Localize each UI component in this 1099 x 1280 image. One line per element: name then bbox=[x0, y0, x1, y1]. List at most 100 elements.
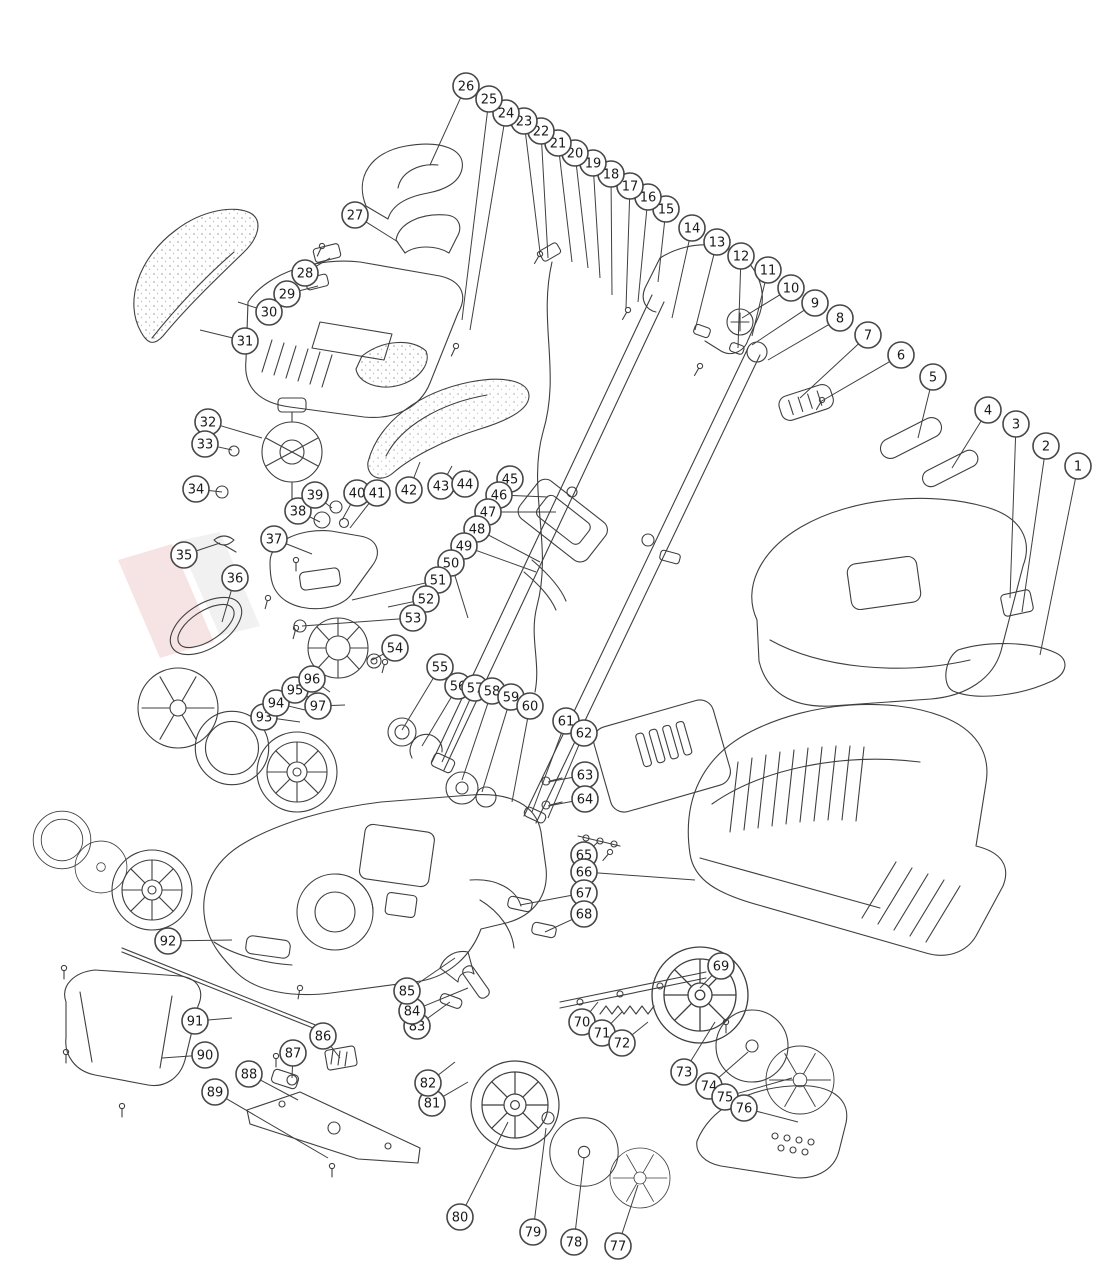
callout-circle-30 bbox=[255, 298, 283, 326]
callout-number-4: 4 bbox=[984, 404, 992, 419]
leader-line-46 bbox=[511, 495, 549, 498]
callout-number-31: 31 bbox=[237, 335, 254, 350]
callout-12: 12 bbox=[727, 242, 755, 270]
callout-13: 13 bbox=[703, 228, 731, 256]
callout-number-82: 82 bbox=[420, 1077, 437, 1092]
leader-line-50 bbox=[454, 575, 469, 619]
leader-line-23 bbox=[525, 133, 541, 253]
callout-circle-89 bbox=[201, 1078, 229, 1106]
callout-number-18: 18 bbox=[603, 168, 620, 183]
callout-number-52: 52 bbox=[418, 593, 435, 608]
callout-number-8: 8 bbox=[836, 312, 844, 327]
battery-cover-drawing bbox=[590, 697, 733, 816]
leader-line-51 bbox=[351, 582, 426, 601]
callout-circle-78 bbox=[560, 1228, 588, 1256]
leader-line-88 bbox=[260, 1079, 299, 1101]
leader-line-75 bbox=[737, 1077, 793, 1094]
callout-circle-26 bbox=[452, 72, 480, 100]
height-lever-parts-drawing bbox=[439, 900, 514, 1009]
callout-circle-27 bbox=[341, 201, 369, 229]
leader-line-38 bbox=[309, 516, 321, 523]
leader-line-60 bbox=[511, 718, 529, 803]
callout-8: 8 bbox=[826, 304, 854, 332]
callout-circle-28 bbox=[291, 259, 319, 287]
callout-47: 47 bbox=[474, 498, 502, 526]
leader-line-39 bbox=[325, 502, 333, 509]
callout-number-41: 41 bbox=[369, 487, 386, 502]
callout-circle-64 bbox=[571, 785, 599, 813]
callout-number-6: 6 bbox=[897, 349, 905, 364]
leader-line-61 bbox=[531, 733, 562, 813]
callout-number-58: 58 bbox=[484, 685, 501, 700]
rear-housing-drawing bbox=[688, 704, 1005, 955]
callout-39: 39 bbox=[301, 481, 329, 509]
callout-number-86: 86 bbox=[315, 1030, 332, 1045]
motor-hardware-drawing bbox=[214, 446, 239, 552]
leader-line-53 bbox=[301, 618, 401, 627]
leader-line-97 bbox=[330, 704, 346, 707]
callout-number-22: 22 bbox=[533, 125, 550, 140]
leader-line-79 bbox=[534, 1127, 547, 1220]
callout-number-14: 14 bbox=[684, 222, 701, 237]
callout-number-92: 92 bbox=[160, 935, 177, 950]
leader-line-6 bbox=[819, 361, 891, 403]
callout-number-78: 78 bbox=[566, 1236, 583, 1251]
callout-circle-94 bbox=[262, 689, 290, 717]
leader-line-70 bbox=[589, 1001, 599, 1013]
callout-number-77: 77 bbox=[610, 1240, 627, 1255]
leader-line-35 bbox=[196, 542, 221, 552]
callout-number-60: 60 bbox=[522, 700, 539, 715]
leader-line-25 bbox=[461, 111, 488, 321]
leader-line-40 bbox=[341, 504, 352, 521]
leader-line-4 bbox=[951, 420, 982, 469]
callout-number-33: 33 bbox=[197, 438, 214, 453]
callout-number-47: 47 bbox=[480, 506, 497, 521]
callout-number-42: 42 bbox=[401, 484, 418, 499]
leader-line-30 bbox=[237, 301, 257, 309]
callout-86: 86 bbox=[309, 1022, 337, 1050]
callout-63: 63 bbox=[571, 761, 599, 789]
height-adjust-rod-drawing bbox=[122, 948, 318, 1030]
leader-line-9 bbox=[751, 309, 805, 346]
motor-cover-drawing bbox=[246, 243, 463, 417]
callout-circle-69 bbox=[707, 952, 735, 980]
leader-line-69 bbox=[699, 975, 713, 989]
callout-94: 94 bbox=[262, 689, 290, 717]
callout-number-72: 72 bbox=[614, 1037, 631, 1052]
callout-circle-29 bbox=[273, 280, 301, 308]
leader-line-57 bbox=[441, 699, 471, 763]
callout-number-59: 59 bbox=[503, 691, 520, 706]
callout-circle-14 bbox=[678, 214, 706, 242]
callout-number-28: 28 bbox=[297, 267, 314, 282]
callout-number-39: 39 bbox=[307, 489, 324, 504]
leader-line-63 bbox=[547, 776, 573, 783]
callout-circle-31 bbox=[231, 327, 259, 355]
callout-circle-52 bbox=[412, 585, 440, 613]
callout-circle-1 bbox=[1064, 452, 1092, 480]
leader-line-78 bbox=[575, 1157, 585, 1230]
callout-67: 67 bbox=[570, 879, 598, 907]
leader-line-82 bbox=[437, 1061, 456, 1076]
callout-number-69: 69 bbox=[713, 960, 730, 975]
callout-number-80: 80 bbox=[452, 1211, 469, 1226]
callout-number-51: 51 bbox=[430, 574, 447, 589]
switch-housing-drawing bbox=[514, 475, 681, 610]
leader-line-16 bbox=[637, 209, 648, 303]
leader-line-12 bbox=[737, 268, 742, 349]
callout-73: 73 bbox=[670, 1058, 698, 1086]
callout-number-76: 76 bbox=[736, 1102, 753, 1117]
callout-circle-73 bbox=[670, 1058, 698, 1086]
callout-number-91: 91 bbox=[187, 1015, 204, 1030]
callout-number-89: 89 bbox=[207, 1086, 224, 1101]
callout-circle-62 bbox=[570, 719, 598, 747]
deck-accessories-drawing bbox=[287, 1046, 358, 1085]
deck-hardware-drawing bbox=[507, 777, 620, 938]
axle-assembly-drawing bbox=[560, 972, 706, 1014]
leader-line-32 bbox=[220, 425, 263, 439]
callout-circle-36 bbox=[221, 564, 249, 592]
callout-circle-3 bbox=[1002, 410, 1030, 438]
leader-line-42 bbox=[413, 461, 421, 479]
leader-line-76 bbox=[756, 1110, 799, 1123]
callout-1: 1 bbox=[1064, 452, 1092, 480]
